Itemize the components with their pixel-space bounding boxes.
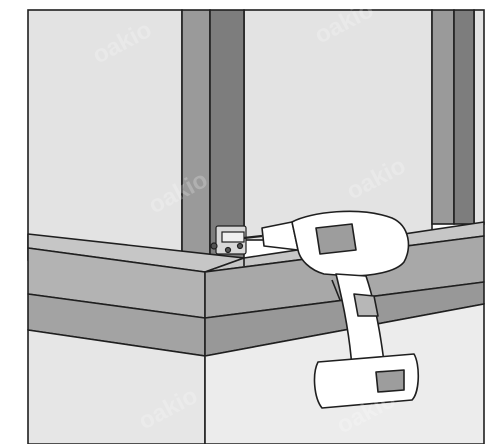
hinge-screw-2	[226, 248, 231, 253]
left-post-face	[182, 10, 210, 258]
hinge-screw-1	[211, 243, 217, 249]
right-wall-edge	[474, 10, 484, 224]
center-wall-panel	[244, 10, 432, 240]
hinge-screw-3	[238, 244, 243, 249]
right-post-side	[454, 10, 474, 224]
drill-grip-band	[354, 294, 378, 316]
hinge-bracket	[211, 226, 246, 254]
drill-motor-vent	[316, 224, 356, 254]
hinge-arm	[222, 232, 244, 242]
left-post-side	[210, 10, 244, 258]
right-post-face	[432, 10, 454, 224]
drill-battery-release	[376, 370, 404, 392]
